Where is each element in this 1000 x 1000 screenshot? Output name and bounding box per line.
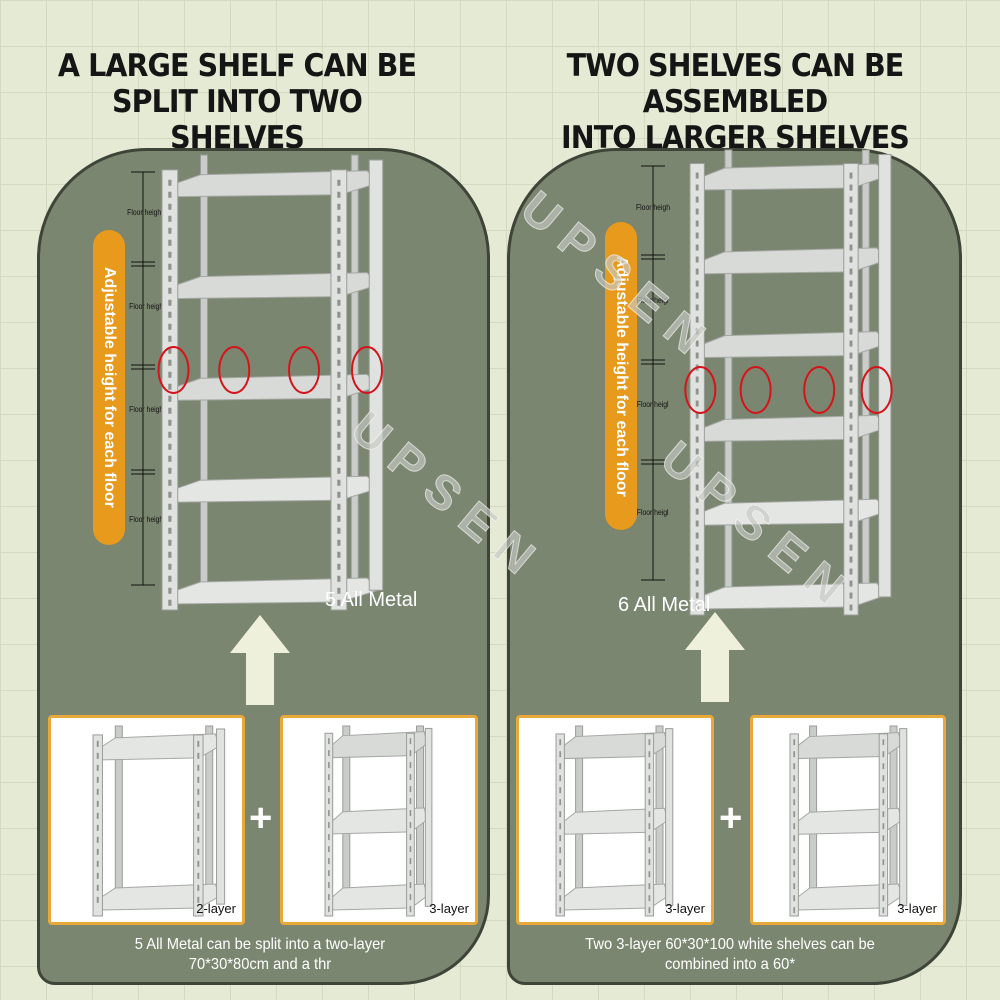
- right-caption-line2: combined into a 60*: [664, 956, 796, 973]
- plus-icon: +: [249, 796, 273, 840]
- right-floor-label: Floor heigl: [636, 400, 669, 409]
- right-floor-label: Floor heigh: [636, 203, 671, 212]
- left-title-line1: A LARGE SHELF CAN BE: [57, 48, 417, 84]
- highlight-circle: [860, 366, 893, 414]
- right-adjustable-pill: Adjustable height for each floor: [605, 222, 637, 530]
- left-floor-label: Floor height: [129, 515, 166, 524]
- thumb-left-1: 2-layer: [48, 715, 245, 925]
- up-arrow-icon: [230, 615, 290, 705]
- right-metal-label: 6 All Metal: [618, 594, 711, 616]
- large-shelf-5-layer: [157, 154, 384, 611]
- left-adjustable-pill: Adjustable height for each floor: [93, 230, 125, 545]
- plus-icon: +: [719, 796, 743, 840]
- thumb-label: 2-layer: [196, 901, 236, 916]
- highlight-circle: [684, 366, 717, 414]
- left-caption-line1: 5 All Metal can be split into a two-laye…: [134, 936, 386, 953]
- left-floor-label: Floor height: [129, 405, 166, 414]
- highlight-circle: [803, 366, 836, 414]
- thumb-right-1: 3-layer: [516, 715, 714, 925]
- up-arrow-icon: [685, 612, 745, 702]
- left-caption: 5 All Metal can be split into a two-laye…: [76, 935, 444, 975]
- shelf-image: [555, 725, 674, 917]
- shelf-image: [789, 725, 908, 917]
- thumb-right-2: 3-layer: [750, 715, 946, 925]
- right-floor-label: Floor heigl: [636, 508, 669, 517]
- left-caption-line2: 70*30*80cm and a thr: [188, 956, 332, 973]
- right-title: TWO SHELVES CAN BE ASSEMBLED INTO LARGER…: [500, 48, 969, 156]
- right-caption: Two 3-layer 60*30*100 white shelves can …: [537, 935, 923, 975]
- thumb-label: 3-layer: [897, 901, 937, 916]
- left-title: A LARGE SHELF CAN BE SPLIT INTO TWO SHEL…: [53, 48, 421, 156]
- right-title-line1: TWO SHELVES CAN BE ASSEMBLED: [566, 48, 905, 120]
- right-caption-line1: Two 3-layer 60*30*100 white shelves can …: [585, 936, 875, 953]
- highlight-circle: [218, 346, 251, 394]
- right-floor-label: Floor heigl: [636, 296, 669, 305]
- thumb-left-2: 3-layer: [280, 715, 478, 925]
- left-floor-label: Floor height: [129, 302, 166, 311]
- highlight-circle: [739, 366, 772, 414]
- left-floor-label: Floor height: [127, 208, 164, 217]
- highlight-circle: [351, 346, 383, 394]
- thumb-label: 3-layer: [665, 901, 705, 916]
- shelf-image: [92, 725, 226, 917]
- highlight-circle: [288, 346, 320, 394]
- thumb-label: 3-layer: [429, 901, 469, 916]
- large-shelf-6-layer: [684, 149, 893, 616]
- highlight-circle: [157, 346, 190, 394]
- shelf-image: [324, 725, 433, 917]
- left-metal-label: 5 All Metal: [325, 589, 418, 611]
